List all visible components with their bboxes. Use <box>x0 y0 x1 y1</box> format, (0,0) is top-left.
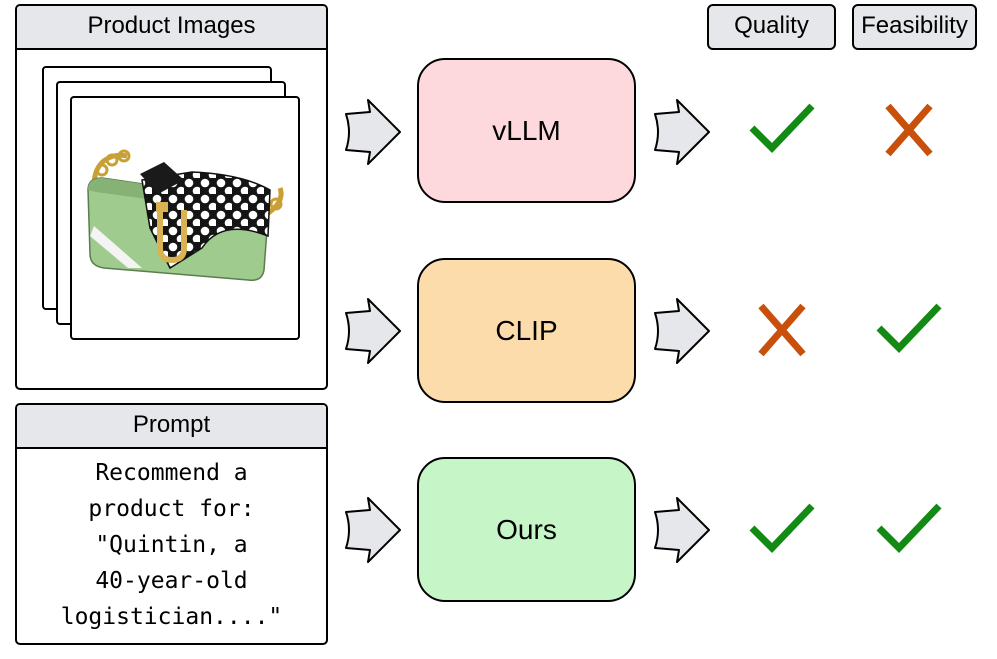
feasibility-header: Feasibility <box>852 4 977 50</box>
prompt-text: Recommend a product for: "Quintin, a 40-… <box>17 449 326 635</box>
result-ours-quality <box>747 500 817 560</box>
prompt-line: product for: <box>88 496 255 522</box>
prompt-header: Prompt <box>17 405 326 449</box>
arrow-right-icon <box>345 497 401 563</box>
check-icon <box>876 503 942 554</box>
model-label: CLIP <box>495 314 558 346</box>
result-ours-feasibility <box>874 500 944 560</box>
result-vllm-quality <box>747 100 817 160</box>
model-box-ours: Ours <box>417 457 636 602</box>
image-card-front <box>70 96 300 340</box>
cross-icon <box>885 103 933 157</box>
arrow-right-icon <box>345 298 401 364</box>
handbag-image <box>87 149 284 282</box>
model-box-vllm: vLLM <box>417 58 636 203</box>
product-images-header: Product Images <box>17 6 326 50</box>
arrow-right-icon <box>654 298 710 364</box>
arrow-right-icon <box>654 99 710 165</box>
prompt-line: Recommend a <box>95 460 248 486</box>
model-label: Ours <box>496 513 557 545</box>
model-label: vLLM <box>492 114 561 146</box>
check-icon <box>876 303 942 354</box>
model-box-clip: CLIP <box>417 258 636 403</box>
prompt-line: "Quintin, a <box>95 532 248 558</box>
check-icon <box>749 103 815 154</box>
arrow-right-icon <box>345 99 401 165</box>
arrow-right-icon <box>654 497 710 563</box>
cross-icon <box>758 303 806 357</box>
result-clip-quality <box>747 300 817 360</box>
result-clip-feasibility <box>874 300 944 360</box>
prompt-line: logistician...." <box>60 604 283 630</box>
check-icon <box>749 503 815 554</box>
quality-header: Quality <box>707 4 836 50</box>
prompt-line: 40-year-old <box>95 568 248 594</box>
result-vllm-feasibility <box>874 100 944 160</box>
prompt-panel: Prompt Recommend a product for: "Quintin… <box>15 403 328 645</box>
